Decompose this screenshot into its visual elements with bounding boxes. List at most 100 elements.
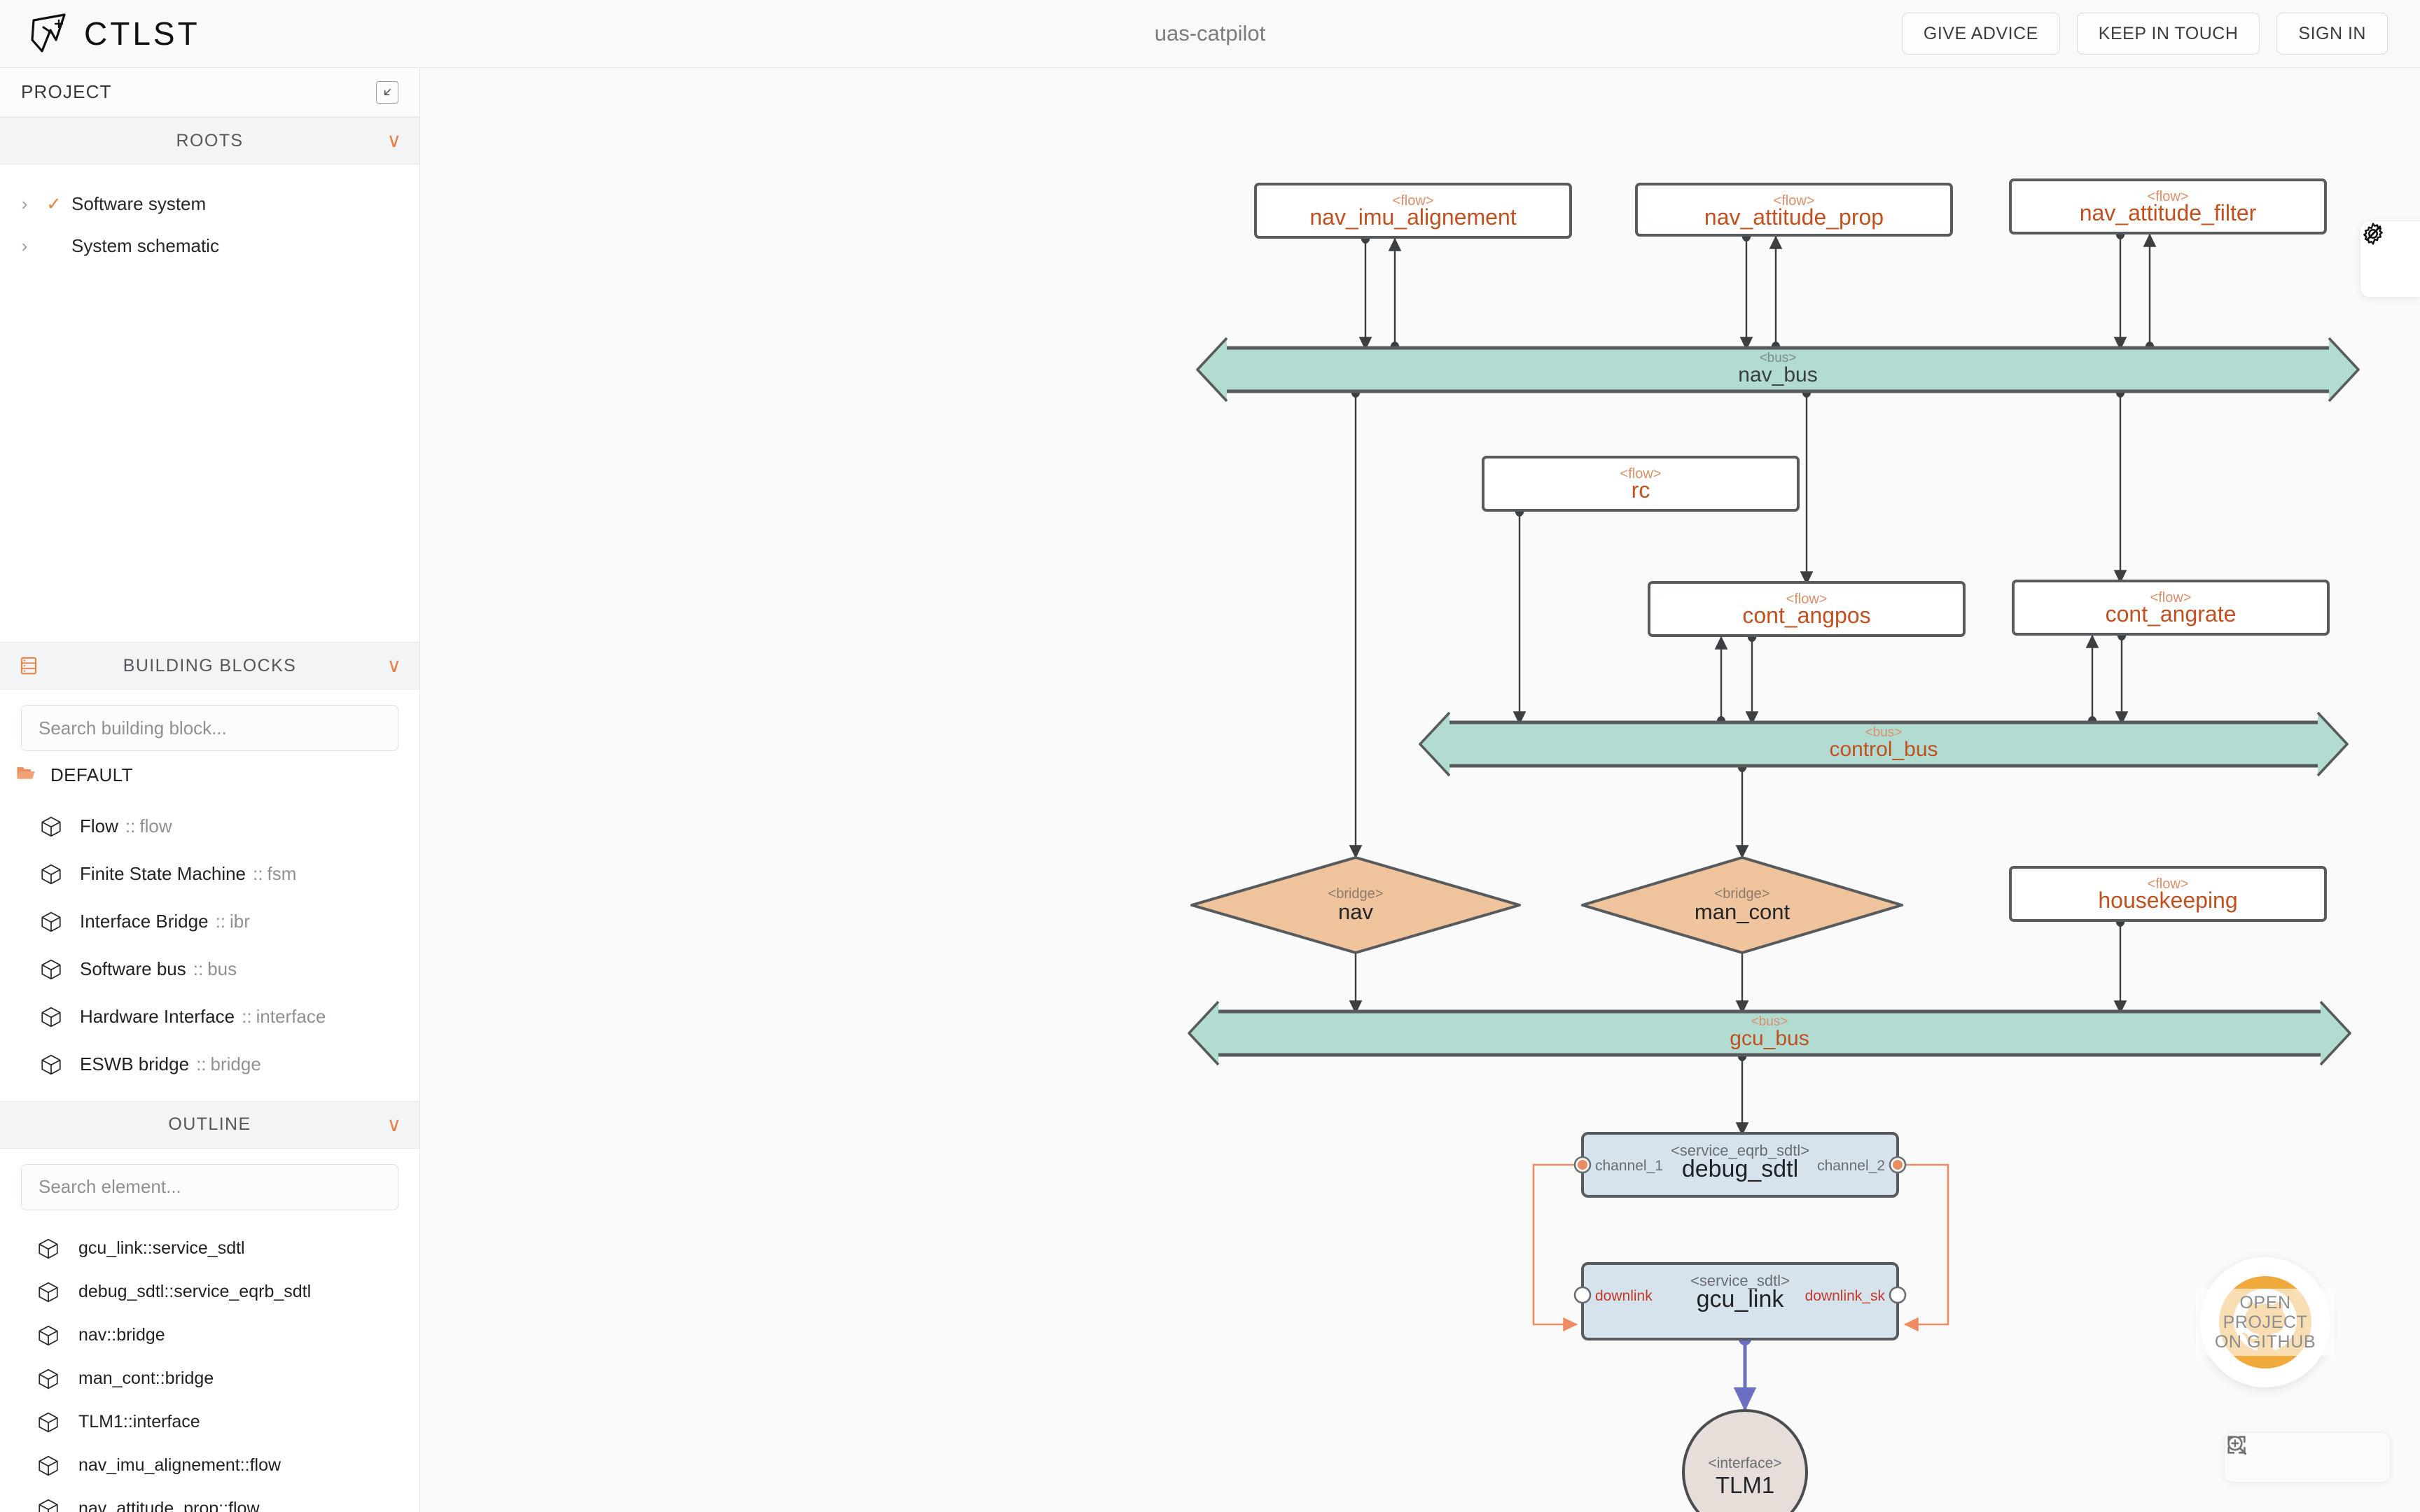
outline-item-gcu-link[interactable]: gcu_link::service_sdtl bbox=[0, 1227, 419, 1270]
sign-in-button[interactable]: SIGN IN bbox=[2276, 13, 2388, 55]
outline-item-man-cont-bridge[interactable]: man_cont::bridge bbox=[0, 1357, 419, 1401]
building-block-name: Flow bbox=[80, 816, 118, 837]
folder-open-icon bbox=[15, 762, 36, 788]
brand-logo[interactable]: CTLST bbox=[0, 12, 200, 55]
building-block-sep: :: bbox=[215, 911, 226, 932]
give-advice-button[interactable]: GIVE ADVICE bbox=[1901, 13, 2060, 55]
diagram-node-cont_angpos[interactable]: <flow>cont_angpos bbox=[1648, 581, 1966, 637]
sidebar-item-software-system[interactable]: › ✓ Software system bbox=[0, 183, 419, 225]
diagram-node-nav_imu_alignement[interactable]: <flow>nav_imu_alignement bbox=[1254, 183, 1572, 239]
port-label: downlink_sk bbox=[1805, 1288, 1886, 1304]
diagram-node-man_cont[interactable]: <bridge>man_cont bbox=[1581, 856, 1903, 954]
building-block-type: interface bbox=[256, 1006, 326, 1028]
diagram-node-housekeeping[interactable]: <flow>housekeeping bbox=[2009, 866, 2327, 922]
building-block-finite-state-machine[interactable]: Finite State Machine :: fsm bbox=[0, 850, 419, 898]
node-label: nav_imu_alignement bbox=[1309, 204, 1516, 230]
search-building-block-input[interactable] bbox=[21, 705, 398, 751]
stereotype-label: <flow> bbox=[2148, 876, 2189, 892]
port-label: downlink bbox=[1595, 1288, 1653, 1304]
cube-icon bbox=[39, 1005, 63, 1029]
outline-list: gcu_link::service_sdtl debug_sdtl::servi… bbox=[0, 1217, 419, 1512]
stereotype-label: <interface> bbox=[1708, 1455, 1781, 1471]
building-block-sep: :: bbox=[242, 1006, 252, 1028]
building-block-flow[interactable]: Flow :: flow bbox=[0, 803, 419, 850]
section-roots-header[interactable]: ROOTS ∨ bbox=[0, 117, 419, 164]
building-block-hardware-interface[interactable]: Hardware Interface :: interface bbox=[0, 993, 419, 1041]
keep-in-touch-button[interactable]: KEEP IN TOUCH bbox=[2076, 13, 2260, 55]
search-element-input[interactable] bbox=[21, 1163, 398, 1210]
collapse-arrow-icon[interactable] bbox=[376, 80, 398, 104]
check-icon: ✓ bbox=[46, 192, 62, 214]
header-actions: GIVE ADVICE KEEP IN TOUCH SIGN IN bbox=[1901, 13, 2420, 55]
cube-icon bbox=[39, 862, 63, 886]
node-label: TLM1 bbox=[1716, 1472, 1774, 1498]
outline-item-nav-attitude-prop[interactable]: nav_attitude_prop::flow bbox=[0, 1488, 419, 1512]
project-panel-title: PROJECT bbox=[21, 81, 112, 102]
node-label: housekeeping bbox=[2098, 888, 2237, 913]
outline-item-tlm1-interface[interactable]: TLM1::interface bbox=[0, 1401, 419, 1444]
diagram-canvas[interactable]: <flow>nav_imu_alignement<flow>nav_attitu… bbox=[420, 68, 2420, 1512]
outline-item-label: nav::bridge bbox=[78, 1325, 165, 1345]
diagram-node-nav[interactable]: <bridge>nav bbox=[1190, 856, 1521, 954]
chevron-right-icon[interactable]: › bbox=[21, 192, 28, 214]
node-label: debug_sdtl bbox=[1682, 1156, 1798, 1182]
diagram-edges bbox=[1349, 227, 2157, 1412]
chevron-down-icon[interactable]: ∨ bbox=[387, 654, 402, 676]
building-block-name: Software bus bbox=[80, 958, 186, 980]
cube-icon bbox=[36, 1497, 60, 1512]
sidebar-item-system-schematic[interactable]: › System schematic bbox=[0, 225, 419, 267]
diagram-svg: <flow>nav_imu_alignement<flow>nav_attitu… bbox=[1188, 178, 2360, 1512]
outline-item-nav-bridge[interactable]: nav::bridge bbox=[0, 1314, 419, 1357]
zoom-out-button[interactable] bbox=[2227, 1436, 2324, 1474]
building-block-software-bus[interactable]: Software bus :: bus bbox=[0, 946, 419, 993]
port-downlink_sk[interactable] bbox=[1889, 1286, 1907, 1304]
brand-wordmark: CTLST bbox=[84, 15, 200, 52]
building-block-interface-bridge[interactable]: Interface Bridge :: ibr bbox=[0, 898, 419, 946]
chevron-down-icon[interactable]: ∨ bbox=[387, 130, 402, 151]
node-label: rc bbox=[1632, 477, 1650, 503]
app-header: CTLST uas-catpilot GIVE ADVICE KEEP IN T… bbox=[0, 0, 2420, 68]
zoom-controls bbox=[2224, 1432, 2391, 1483]
port-link bbox=[1898, 1163, 1949, 1332]
node-label: nav_attitude_prop bbox=[1704, 204, 1884, 230]
cube-icon bbox=[36, 1367, 60, 1391]
diagram-node-control_bus[interactable]: <bus>control_bus bbox=[1419, 711, 2349, 777]
port-link bbox=[1532, 1163, 1583, 1332]
diagram-node-nav_attitude_prop[interactable]: <flow>nav_attitude_prop bbox=[1635, 183, 1953, 237]
node-label: nav_attitude_filter bbox=[2080, 200, 2257, 225]
building-block-eswb-bridge[interactable]: ESWB bridge :: bridge bbox=[0, 1041, 419, 1088]
fit-to-screen-button[interactable] bbox=[2227, 1436, 2372, 1474]
chevron-down-icon[interactable]: ∨ bbox=[387, 1113, 402, 1135]
diagram-node-rc[interactable]: <flow>rc bbox=[1482, 456, 1800, 512]
diagram-node-nav_attitude_filter[interactable]: <flow>nav_attitude_filter bbox=[2009, 178, 2327, 234]
chevron-right-icon[interactable]: › bbox=[21, 234, 28, 256]
stereotype-label: <service_eqrb_sdtl> bbox=[1671, 1142, 1809, 1159]
building-blocks-search-wrap bbox=[0, 690, 419, 758]
building-block-name: Interface Bridge bbox=[80, 911, 209, 932]
building-block-sep: :: bbox=[125, 816, 136, 837]
outline-item-nav-imu-alignement[interactable]: nav_imu_alignement::flow bbox=[0, 1444, 419, 1488]
outline-item-label: nav_attitude_prop::flow bbox=[78, 1499, 260, 1512]
port-downlink[interactable] bbox=[1573, 1286, 1592, 1304]
cube-icon bbox=[39, 1053, 63, 1077]
diagram-node-TLM1[interactable]: <interface>TLM1 bbox=[1682, 1409, 1808, 1512]
outline-item-debug-sdtl[interactable]: debug_sdtl::service_eqrb_sdtl bbox=[0, 1270, 419, 1314]
stereotype-label: <bus> bbox=[1760, 351, 1797, 365]
settings-gear-pen-icon[interactable] bbox=[2360, 220, 2420, 298]
diagram-node-nav_bus[interactable]: <bus>nav_bus bbox=[1196, 337, 2360, 402]
diagram-node-cont_angrate[interactable]: <flow>cont_angrate bbox=[2012, 580, 2330, 636]
section-outline-header[interactable]: OUTLINE ∨ bbox=[0, 1100, 419, 1149]
section-building-blocks-title: BUILDING BLOCKS bbox=[123, 655, 297, 676]
section-building-blocks-header[interactable]: BUILDING BLOCKS ∨ bbox=[0, 642, 419, 690]
diagram-node-gcu_bus[interactable]: <bus>gcu_bus bbox=[1188, 1000, 2351, 1066]
building-block-type: ibr bbox=[230, 911, 250, 932]
open-project-on-github-button[interactable]: OPEN PROJECT ON GITHUB bbox=[2196, 1257, 2335, 1387]
sidebar-item-label: System schematic bbox=[71, 234, 219, 256]
stereotype-label: <bus> bbox=[1751, 1014, 1788, 1029]
building-block-sep: :: bbox=[193, 958, 204, 980]
building-block-type: fsm bbox=[267, 863, 297, 885]
building-blocks-folder[interactable]: DEFAULT bbox=[0, 758, 419, 793]
node-label: control_bus bbox=[1829, 738, 1938, 761]
